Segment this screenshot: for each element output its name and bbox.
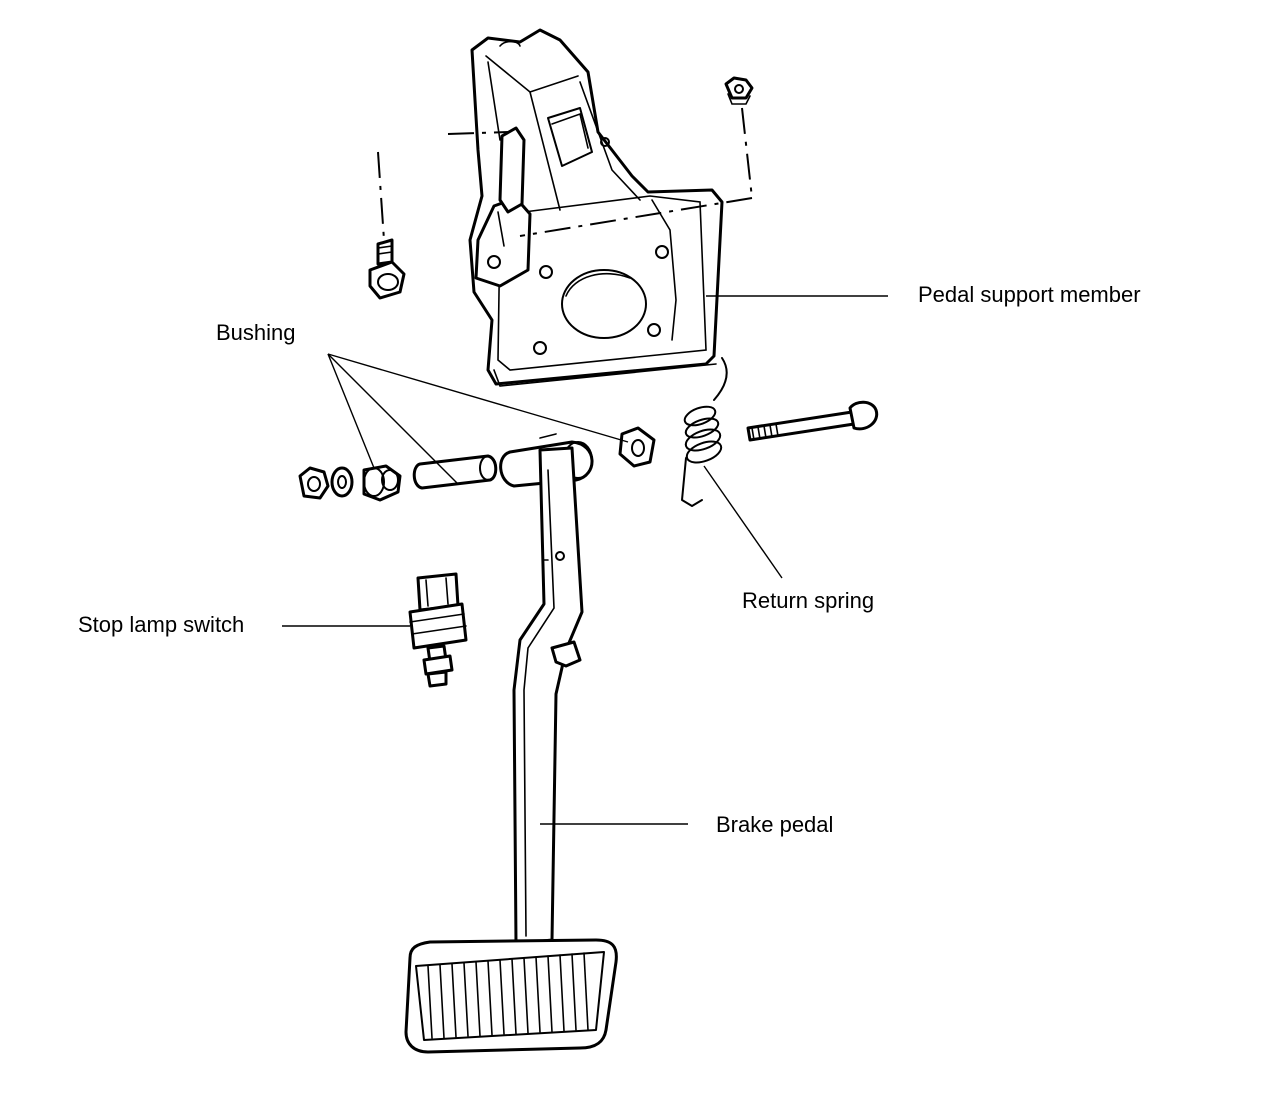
pedal-support-member bbox=[468, 28, 724, 387]
collar-sleeve bbox=[412, 454, 498, 490]
leader-lines bbox=[282, 295, 888, 825]
leader-bushing-1 bbox=[327, 353, 375, 469]
bushing-left bbox=[362, 464, 402, 502]
top-nut bbox=[724, 76, 754, 105]
washer bbox=[330, 466, 354, 498]
bushing-right bbox=[618, 426, 656, 468]
pivot-bolt bbox=[746, 400, 879, 442]
brake-pedal-pad bbox=[404, 938, 618, 1054]
bracket-centerline bbox=[447, 131, 509, 135]
nut bbox=[298, 466, 330, 500]
leader-return-spring bbox=[703, 465, 783, 579]
leader-bushing-2 bbox=[327, 353, 459, 485]
label-return-spring: Return spring bbox=[742, 588, 874, 613]
label-stop-lamp-switch: Stop lamp switch bbox=[78, 612, 244, 637]
top-nut-centerline bbox=[741, 107, 753, 199]
left-bolt bbox=[368, 238, 406, 300]
top-nut-centerline-horizontal bbox=[519, 197, 753, 237]
left-bolt-centerline bbox=[377, 151, 385, 241]
label-pedal-support-member: Pedal support member bbox=[918, 282, 1141, 307]
label-bushing: Bushing bbox=[216, 320, 296, 345]
stop-lamp-switch-part bbox=[408, 572, 468, 688]
leader-bushing-3 bbox=[327, 353, 629, 443]
brake-pedal-arm bbox=[499, 433, 594, 946]
label-brake-pedal: Brake pedal bbox=[716, 812, 833, 837]
return-spring-part bbox=[681, 357, 728, 507]
